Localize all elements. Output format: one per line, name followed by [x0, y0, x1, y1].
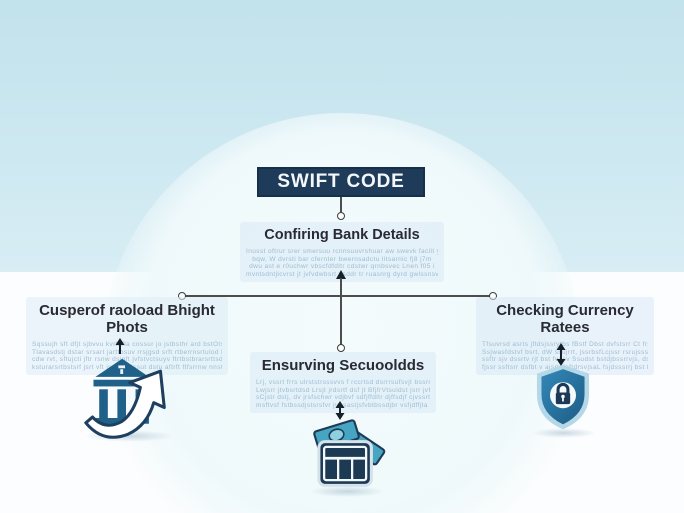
cash-payment-terminal-icon [313, 419, 386, 487]
card-body-line: bqw, W dvrsti bar cfernter bwernsadctu l… [252, 255, 432, 263]
icon-shadow [532, 428, 596, 438]
double-arrow-right [556, 343, 566, 366]
connector-rail [183, 295, 492, 297]
card-heading: Cusperof raoload Bhight Phots [39, 302, 215, 336]
up-arrow-left [115, 338, 125, 354]
card-checking-currency: Checking Currency Ratees Tfsuvrsd asrts … [476, 297, 654, 376]
icon-shadow [310, 486, 384, 497]
card-heading: Confiring Bank Details [264, 227, 420, 243]
card-body-line: Tfsuvrsd asrts jftdsjssrytbs fBstf Dbst … [482, 341, 648, 348]
up-arrowhead [336, 270, 346, 279]
page-title: SWIFT CODE [277, 171, 405, 192]
card-body-line: Inusst oftrur srer smersuu rcnnsuuvrshua… [246, 248, 438, 255]
card-body-line: sCjstr dstj, dv jrsfschwr vdjbvf sdfjffd… [256, 394, 430, 402]
bank-growth-arrow-icon [84, 358, 166, 439]
connector-trunk [340, 278, 342, 346]
card-body-line: Sqssujh sft dfjt sjbvvu kvrtafla cossur … [32, 341, 222, 348]
card-heading: Ensurving Secuooldds [261, 357, 425, 374]
connector-node-top [337, 212, 345, 220]
connector-title-stub [340, 197, 342, 212]
card-body-line: cdw rvt, sftujcti jftr rsnw dsjgft jvfst… [32, 356, 222, 364]
double-arrow-center [335, 401, 345, 420]
card-ensuring-security: Ensurving Secuooldds Lrj, vssrt frrs ulr… [250, 352, 436, 414]
card-body-line: Tlavasdstj dstar srsart jarttbsuv rrsjgs… [32, 348, 222, 356]
card-body-line: Ssjwasfdstvf bsrt, dW ssujrrt, jssrbsfLc… [482, 348, 648, 356]
card-body-line: msftvsf fstbssdjstsrsfvr jvt sastjsfvbtb… [256, 401, 430, 409]
title-banner: SWIFT CODE [257, 167, 425, 197]
security-shield-lock-icon [536, 364, 590, 430]
card-body-line: Lwjsrr jtvbsrtdsd Lrsjt jrdsrtf dsf jt B… [256, 386, 430, 394]
card-heading: Checking Currency Ratees [496, 302, 634, 336]
card-body-line: Lrj, vssrt frrs ulrststrsssvvs f rccrtsd… [256, 379, 430, 386]
connector-node-center [337, 344, 345, 352]
card-body-line: dwu ast e r0uchwr vbscfdfdltr cdstwr qrn… [249, 263, 435, 271]
